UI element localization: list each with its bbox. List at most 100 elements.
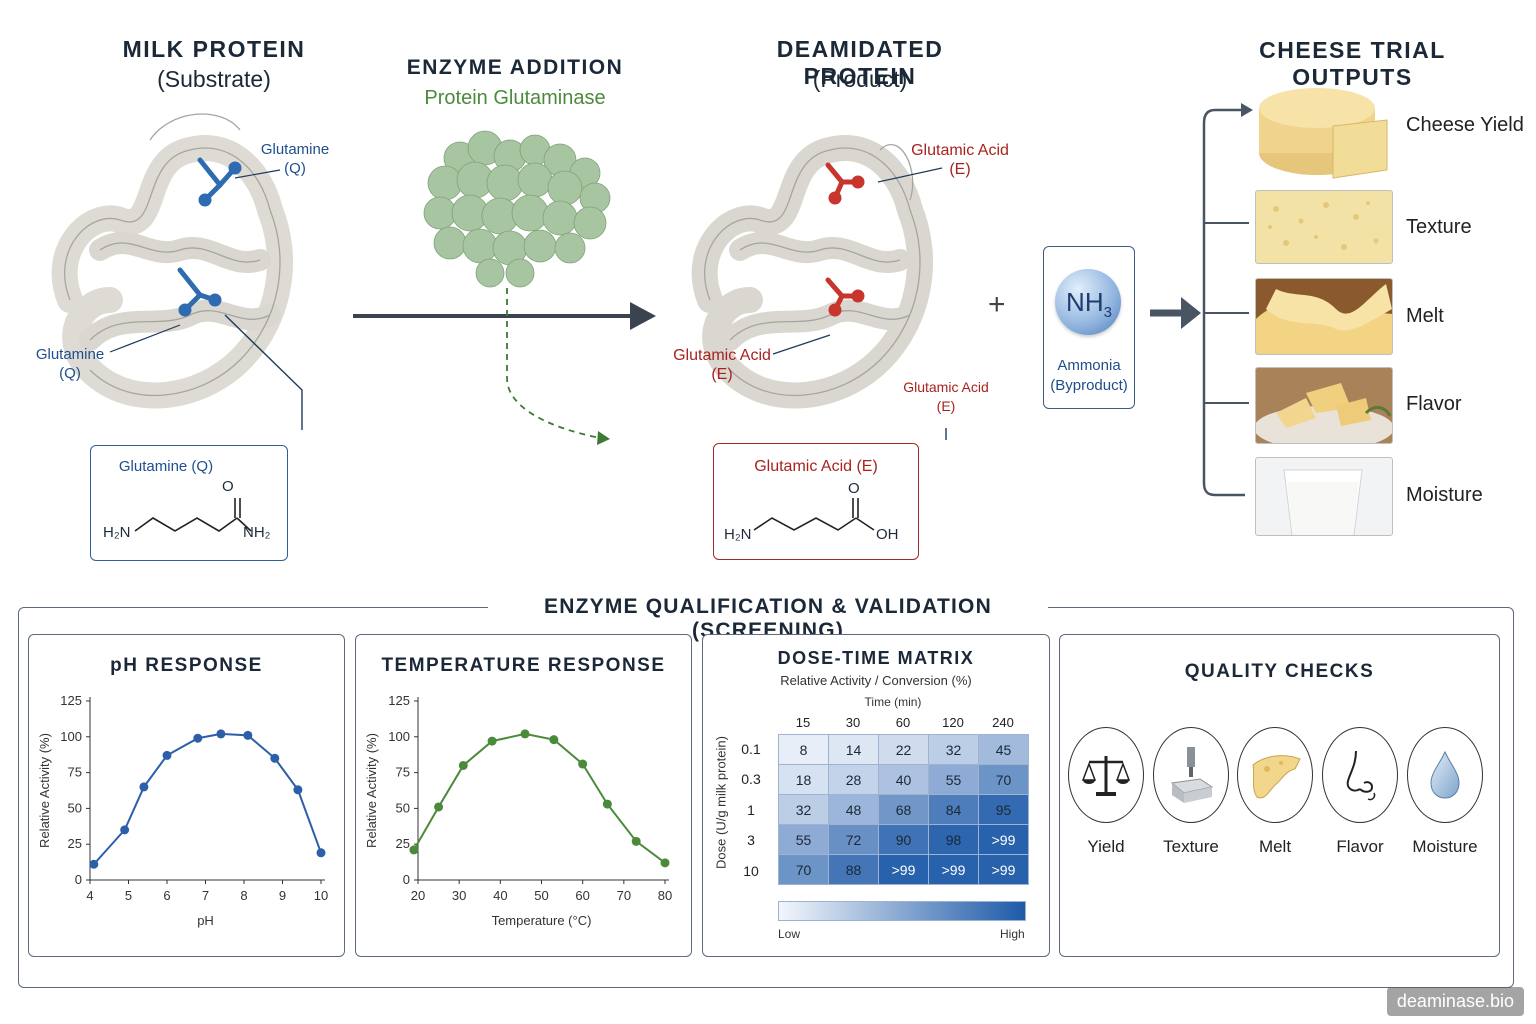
matrix-cell: 55	[778, 824, 829, 855]
glutamine-nh2: NH₂	[243, 524, 271, 541]
ph-y-label: Relative Activity (%)	[37, 733, 52, 848]
glutamic-acid-label-left: Glutamic Acid (E)	[668, 346, 776, 384]
qc-melt: Melt	[1235, 727, 1315, 857]
matrix-legend-low: Low	[778, 927, 801, 941]
glutamic-oh: OH	[876, 526, 899, 543]
glutamine-left-code: (Q)	[59, 365, 81, 382]
ph-data-point	[243, 730, 253, 740]
output-label-moisture: Moisture	[1406, 484, 1483, 506]
glutamine-skeletal-formula	[134, 498, 252, 532]
ammonia-formula: NH3	[1044, 287, 1134, 321]
ph-panel-title: pH RESPONSE	[110, 655, 263, 676]
texture-image	[1255, 190, 1393, 264]
quality-checks-panel: QUALITY CHECKS Yield Text	[1059, 634, 1500, 957]
glutamic-oxygen: O	[848, 480, 860, 497]
temp-y-tick-label: 0	[403, 872, 410, 887]
matrix-row-header: 10	[743, 862, 759, 879]
enzyme-arrow-area	[353, 130, 656, 445]
ammonia-formula-main: NH	[1066, 287, 1104, 317]
ph-data-point	[120, 825, 130, 835]
temp-x-tick-label: 40	[493, 888, 507, 903]
enzyme-title: ENZYME ADDITION	[406, 56, 624, 79]
glutamic-skeletal-formula	[753, 498, 875, 531]
ph-x-tick-label: 10	[314, 888, 328, 903]
glutamine-label-left: Glutamine (Q)	[30, 345, 110, 383]
matrix-title: DOSE-TIME MATRIX	[777, 648, 975, 668]
temp-x-tick-label: 30	[452, 888, 466, 903]
cheese-yield-image	[1255, 78, 1393, 186]
matrix-column-header: 30	[845, 715, 861, 730]
quality-title: QUALITY CHECKS	[1184, 661, 1375, 682]
glutamic-acid-label-right: Glutamic Acid (E)	[896, 378, 996, 416]
ph-x-tick-label: 4	[86, 888, 93, 903]
balance-scale-icon	[1081, 756, 1131, 796]
ph-x-tick-label: 6	[163, 888, 170, 903]
qc-label-yield: Yield	[1087, 837, 1125, 856]
matrix-cell: >99	[978, 854, 1029, 885]
temp-y-tick-label: 75	[396, 765, 410, 780]
ph-data-point	[216, 729, 226, 739]
texture-analyzer-icon	[1170, 747, 1214, 803]
ph-data-point	[193, 733, 203, 743]
substrate-title: MILK PROTEIN	[122, 36, 306, 62]
nose-icon	[1346, 750, 1376, 801]
glutamic-left-name: Glutamic Acid	[673, 347, 771, 364]
ph-data-point	[139, 782, 149, 792]
glutamine-top-name: Glutamine	[260, 141, 330, 158]
matrix-cell: 45	[978, 734, 1029, 765]
matrix-cell: 55	[928, 764, 979, 795]
water-drop-icon	[1430, 750, 1460, 799]
matrix-column-header: 60	[895, 715, 911, 730]
output-bracket	[1150, 103, 1253, 497]
matrix-cell: 8	[778, 734, 829, 765]
matrix-cell: 72	[828, 824, 879, 855]
matrix-row-header: 0.1	[741, 741, 761, 757]
matrix-cell: 98	[928, 824, 979, 855]
temp-data-point	[602, 799, 612, 809]
enzyme-name: Protein Glutaminase	[424, 87, 606, 109]
qc-label-melt: Melt	[1258, 837, 1292, 856]
matrix-column-header: 15	[795, 715, 811, 730]
glutamine-h2n: H₂N	[103, 524, 131, 541]
matrix-cell: >99	[928, 854, 979, 885]
matrix-subtitle: Relative Activity / Conversion (%)	[780, 673, 972, 688]
moisture-image	[1255, 457, 1393, 536]
qc-label-texture: Texture	[1163, 837, 1219, 856]
melted-cheese-icon	[1252, 755, 1301, 799]
matrix-cell: >99	[978, 824, 1029, 855]
matrix-column-header: 240	[992, 715, 1014, 730]
glutamine-left-name: Glutamine	[35, 346, 105, 363]
glutamine-top-code: (Q)	[284, 160, 306, 177]
glutamic-h2n: H₂N	[724, 526, 752, 543]
qc-moisture-circle	[1407, 727, 1483, 823]
ph-x-tick-label: 8	[240, 888, 247, 903]
dose-time-matrix-panel: DOSE-TIME MATRIX Relative Activity / Con…	[702, 634, 1050, 957]
glutamine-structure-box: Glutamine (Q) O H₂N NH₂	[90, 445, 288, 561]
temp-y-tick-label: 50	[396, 800, 410, 815]
matrix-cell: 18	[778, 764, 829, 795]
matrix-legend-high: High	[1000, 927, 1025, 941]
ph-data-point	[316, 848, 326, 858]
ph-x-label: pH	[197, 913, 214, 928]
matrix-cell: 40	[878, 764, 929, 795]
temp-y-tick-label: 25	[396, 836, 410, 851]
matrix-cell: 68	[878, 794, 929, 825]
temp-y-label: Relative Activity (%)	[364, 733, 379, 848]
output-label-flavor: Flavor	[1406, 393, 1462, 415]
glutamic-acid-label-top: Glutamic Acid (E)	[905, 141, 1015, 179]
matrix-xlabel: Time (min)	[864, 695, 922, 709]
temp-data-point	[520, 729, 530, 739]
glutamic-box-title: Glutamic Acid (E)	[754, 458, 878, 475]
glutamic-right-code: (E)	[936, 398, 956, 414]
temp-y-tick-label: 100	[388, 729, 410, 744]
matrix-row-header: 3	[747, 832, 755, 849]
ph-data-point	[162, 750, 172, 760]
plus-sign: +	[988, 288, 1006, 321]
ph-series-line	[93, 732, 322, 865]
